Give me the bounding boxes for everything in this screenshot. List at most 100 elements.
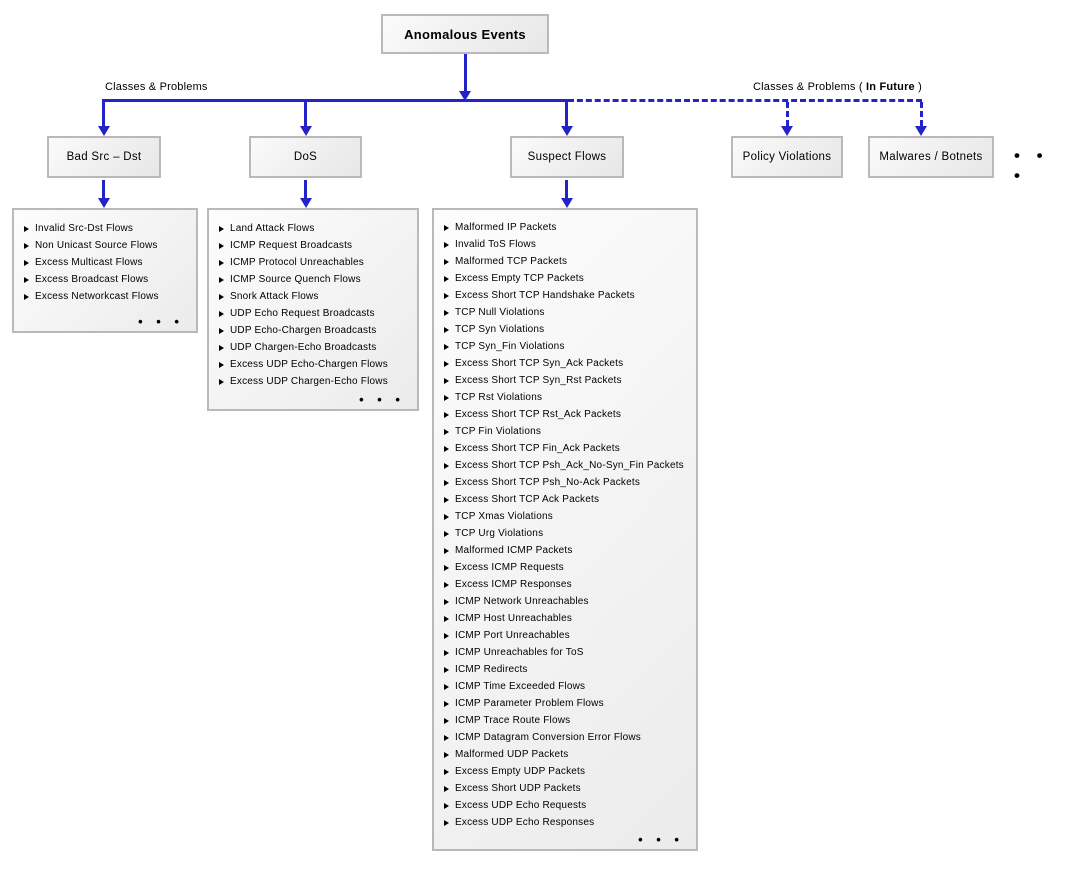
connector-main-dashed xyxy=(568,99,922,102)
category-node-dos: DoS xyxy=(249,136,362,178)
list-item-label: ICMP Redirects xyxy=(455,664,528,675)
list-item-label: Excess Short TCP Psh_No-Ack Packets xyxy=(455,477,641,488)
list-item: ICMP Request Broadcasts xyxy=(217,237,411,254)
list-item-label: Excess Short UDP Packets xyxy=(455,783,581,794)
branch-label-left: Classes & Problems xyxy=(105,81,208,93)
list-item-label: ICMP Protocol Unreachables xyxy=(230,257,364,268)
list-item-label: TCP Rst Violations xyxy=(455,392,543,403)
list-item: Malformed IP Packets xyxy=(442,219,690,236)
list-item: ICMP Source Quench Flows xyxy=(217,271,411,288)
list-item: Excess UDP Echo Responses xyxy=(442,814,690,831)
category-label: Suspect Flows xyxy=(527,151,607,163)
list-item-label: ICMP Time Exceeded Flows xyxy=(455,681,586,692)
list-item: Snork Attack Flows xyxy=(217,288,411,305)
category-node-malwares-botnets: Malwares / Botnets xyxy=(868,136,994,178)
arrowhead-malware xyxy=(915,126,927,136)
list-item-label: Excess Short TCP Syn_Rst Packets xyxy=(455,375,622,386)
triangle-bullet-icon xyxy=(24,259,29,266)
list-item-label: Excess Multicast Flows xyxy=(35,257,143,268)
triangle-bullet-icon xyxy=(444,547,449,554)
root-node-anomalous-events: Anomalous Events xyxy=(381,14,549,54)
category-node-bad-src-dst: Bad Src – Dst xyxy=(47,136,161,178)
list-item-label: ICMP Trace Route Flows xyxy=(455,715,571,726)
triangle-bullet-icon xyxy=(444,445,449,452)
branch-label-right: Classes & Problems ( In Future ) xyxy=(753,81,922,93)
list-item-label: Excess Short TCP Fin_Ack Packets xyxy=(455,443,620,454)
list-item: TCP Syn_Fin Violations xyxy=(442,338,690,355)
triangle-bullet-icon xyxy=(444,615,449,622)
arrowhead-root xyxy=(459,91,471,101)
list-item: TCP Xmas Violations xyxy=(442,508,690,525)
list-item-label: Excess Empty TCP Packets xyxy=(455,273,584,284)
list-item-label: ICMP Source Quench Flows xyxy=(230,274,361,285)
list-item-label: Excess UDP Echo Responses xyxy=(455,817,595,828)
list-item: Excess Short TCP Ack Packets xyxy=(442,491,690,508)
list-item: ICMP Network Unreachables xyxy=(442,593,690,610)
triangle-bullet-icon xyxy=(24,242,29,249)
connector-drop-suspect xyxy=(565,102,568,126)
list-item-label: Malformed TCP Packets xyxy=(455,256,568,267)
list-item-label: ICMP Host Unreachables xyxy=(455,613,573,624)
triangle-bullet-icon xyxy=(444,819,449,826)
triangle-bullet-icon xyxy=(444,360,449,367)
arrowhead-bad xyxy=(98,126,110,136)
triangle-bullet-icon xyxy=(444,683,449,690)
triangle-bullet-icon xyxy=(219,225,224,232)
list-item-label: Excess Short TCP Handshake Packets xyxy=(455,290,635,301)
list-item: ICMP Redirects xyxy=(442,661,690,678)
connector-dos-to-list xyxy=(304,180,307,199)
connector-drop-bad xyxy=(102,102,105,126)
list-item: Excess Short TCP Handshake Packets xyxy=(442,287,690,304)
list-item-label: Excess Short TCP Ack Packets xyxy=(455,494,600,505)
arrowhead-dos-list xyxy=(300,198,312,208)
branch-label-right-bold: In Future xyxy=(866,81,915,93)
triangle-bullet-icon xyxy=(444,598,449,605)
connector-drop-dos xyxy=(304,102,307,126)
triangle-bullet-icon xyxy=(444,394,449,401)
triangle-bullet-icon xyxy=(444,326,449,333)
connector-root-vertical xyxy=(464,54,467,91)
list-item-label: Invalid Src-Dst Flows xyxy=(35,223,134,234)
list-item: Excess ICMP Responses xyxy=(442,576,690,593)
list-item: ICMP Protocol Unreachables xyxy=(217,254,411,271)
triangle-bullet-icon xyxy=(444,751,449,758)
connector-suspect-to-list xyxy=(565,180,568,199)
list-item: Excess ICMP Requests xyxy=(442,559,690,576)
triangle-bullet-icon xyxy=(444,292,449,299)
connector-main-solid xyxy=(102,99,568,102)
list-item-label: Malformed ICMP Packets xyxy=(455,545,573,556)
triangle-bullet-icon xyxy=(444,666,449,673)
list-item-label: Excess Broadcast Flows xyxy=(35,274,149,285)
list-item: Excess Empty UDP Packets xyxy=(442,763,690,780)
list-item-label: Excess Networkcast Flows xyxy=(35,291,159,302)
list-item-label: Land Attack Flows xyxy=(230,223,315,234)
arrowhead-policy xyxy=(781,126,793,136)
list-item: Excess Broadcast Flows xyxy=(22,271,190,288)
category-node-policy-violations: Policy Violations xyxy=(731,136,843,178)
triangle-bullet-icon xyxy=(444,462,449,469)
list-item: Excess Short UDP Packets xyxy=(442,780,690,797)
list-item: Excess UDP Echo-Chargen Flows xyxy=(217,356,411,373)
list-item: Excess Short TCP Psh_No-Ack Packets xyxy=(442,474,690,491)
list-item: Excess Multicast Flows xyxy=(22,254,190,271)
triangle-bullet-icon xyxy=(444,411,449,418)
list-item-label: Malformed IP Packets xyxy=(455,222,557,233)
category-label: Bad Src – Dst xyxy=(66,151,142,163)
triangle-bullet-icon xyxy=(219,276,224,283)
triangle-bullet-icon xyxy=(444,785,449,792)
list-item: ICMP Parameter Problem Flows xyxy=(442,695,690,712)
triangle-bullet-icon xyxy=(219,310,224,317)
list-item: UDP Echo Request Broadcasts xyxy=(217,305,411,322)
list-item: UDP Echo-Chargen Broadcasts xyxy=(217,322,411,339)
list-item: ICMP Datagram Conversion Error Flows xyxy=(442,729,690,746)
triangle-bullet-icon xyxy=(444,309,449,316)
list-item-label: Excess Empty UDP Packets xyxy=(455,766,586,777)
list-item-label: Invalid ToS Flows xyxy=(455,239,537,250)
triangle-bullet-icon xyxy=(219,327,224,334)
list-item-label: ICMP Port Unreachables xyxy=(455,630,570,641)
arrowhead-suspect-list xyxy=(561,198,573,208)
list-item: Excess Empty TCP Packets xyxy=(442,270,690,287)
list-item-label: UDP Chargen-Echo Broadcasts xyxy=(230,342,377,353)
list-item-label: TCP Xmas Violations xyxy=(455,511,553,522)
list-item: Non Unicast Source Flows xyxy=(22,237,190,254)
